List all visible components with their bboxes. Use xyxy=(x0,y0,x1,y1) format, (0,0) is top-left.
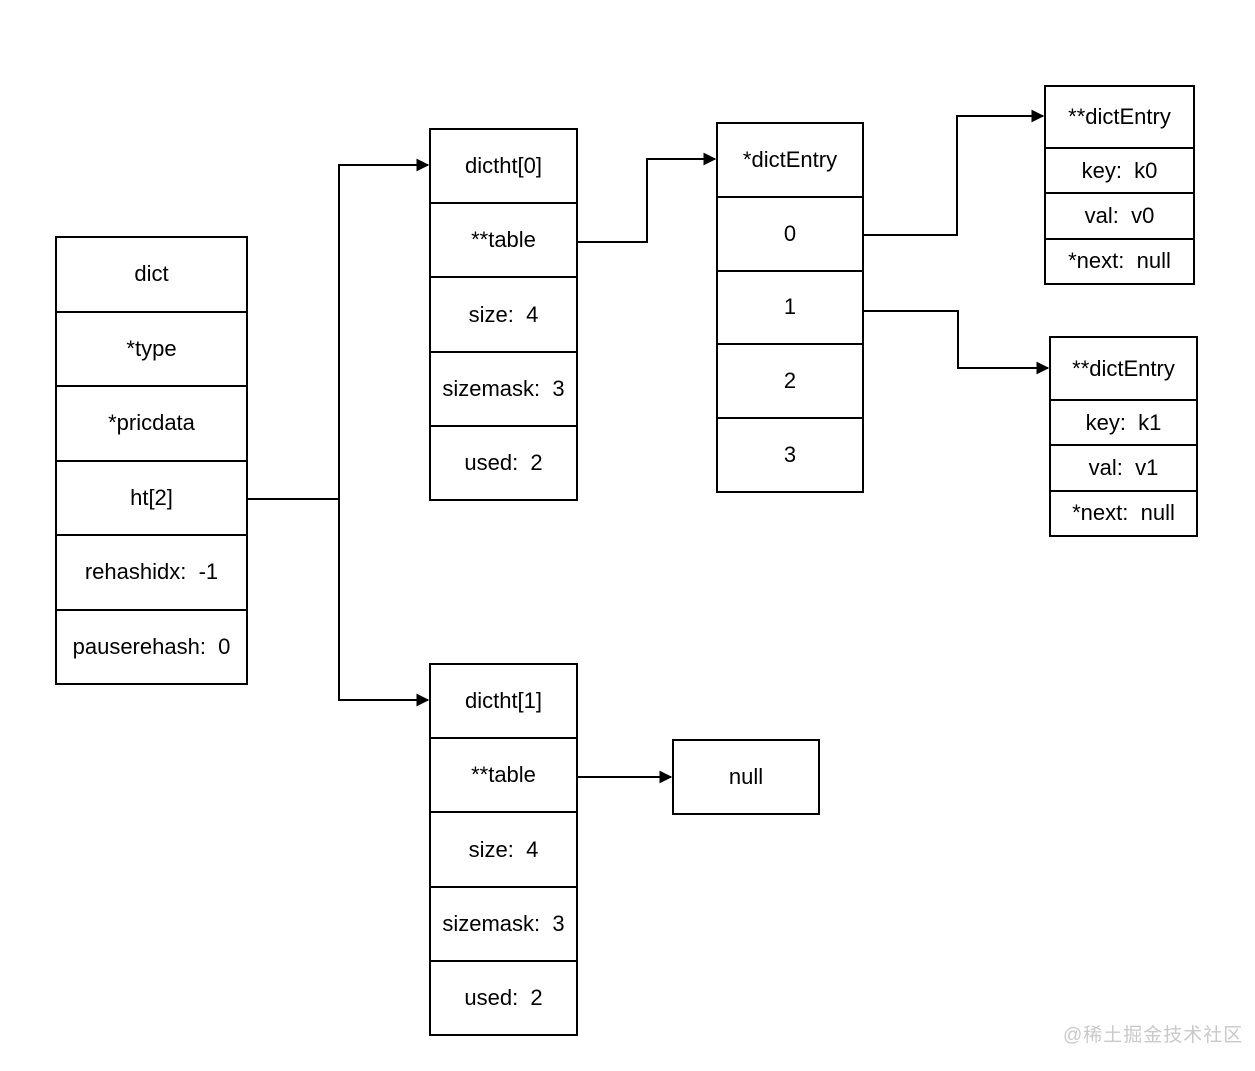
dictht1-box: dictht[1] **table size: 4 sizemask: 3 us… xyxy=(429,663,578,1036)
arrow-bucket1-to-dictentry-k1 xyxy=(864,310,1050,375)
dict-pricdata-cell: *pricdata xyxy=(57,385,246,460)
k0-next-cell: *next: null xyxy=(1046,237,1193,283)
dict-pauserehash-cell: pauserehash: 0 xyxy=(57,608,246,684)
dictht0-used-cell: used: 2 xyxy=(431,424,576,499)
dict-type-cell: *type xyxy=(57,310,246,386)
dictentry-array-title-cell: *dictEntry xyxy=(742,146,838,172)
bucket-0-cell: 0 xyxy=(718,195,862,270)
dictht0-box: dictht[0] **table size: 4 sizemask: 3 us… xyxy=(429,128,578,501)
dict-rehashidx-cell: rehashidx: -1 xyxy=(57,534,246,609)
dictentry-k0-box: **dictEntry key: k0 val: v0 *next: null xyxy=(1044,85,1195,285)
dictht1-table-cell: **table xyxy=(431,737,576,811)
bucket-1-cell: 1 xyxy=(718,269,862,344)
dictht0-size-cell: size: 4 xyxy=(431,276,576,350)
dictentry-array-box: *dictEntry 0 1 2 3 xyxy=(716,122,864,493)
dictht0-title-cell: dictht[0] xyxy=(464,153,543,179)
dict-ht-cell: ht[2] xyxy=(57,459,246,535)
dictht1-size-cell: size: 4 xyxy=(431,811,576,885)
dictht0-sizemask-cell: sizemask: 3 xyxy=(431,350,576,425)
bucket-2-cell: 2 xyxy=(718,343,862,417)
dictentry-k1-title-cell: **dictEntry xyxy=(1072,355,1175,381)
dictht0-table-cell: **table xyxy=(431,202,576,276)
k1-next-cell: *next: null xyxy=(1051,489,1196,535)
dict-struct-box: dict *type *pricdata ht[2] rehashidx: -1… xyxy=(55,236,248,685)
k1-key-cell: key: k1 xyxy=(1051,399,1196,444)
dictentry-k1-box: **dictEntry key: k1 val: v1 *next: null xyxy=(1049,336,1198,537)
bucket-3-cell: 3 xyxy=(718,417,862,491)
arrow-bucket0-to-dictentry-k0 xyxy=(864,109,1045,236)
arrow-table0-to-dictentry-array xyxy=(578,152,717,243)
k0-val-cell: val: v0 xyxy=(1046,192,1193,237)
null-label-cell: null xyxy=(728,764,764,789)
k0-key-cell: key: k0 xyxy=(1046,147,1193,192)
arrow-ht2-to-dictht0 xyxy=(338,158,430,499)
dictht1-used-cell: used: 2 xyxy=(431,959,576,1034)
null-box: null xyxy=(672,739,820,815)
dictentry-k0-title-cell: **dictEntry xyxy=(1068,104,1171,129)
dictht1-sizemask-cell: sizemask: 3 xyxy=(431,885,576,960)
watermark-text: @稀土掘金技术社区 xyxy=(1063,1025,1244,1046)
k1-val-cell: val: v1 xyxy=(1051,444,1196,489)
dictht1-title-cell: dictht[1] xyxy=(464,688,543,714)
dict-title-cell: dict xyxy=(134,261,169,287)
arrow-ht2-to-dictht1 xyxy=(338,499,430,707)
